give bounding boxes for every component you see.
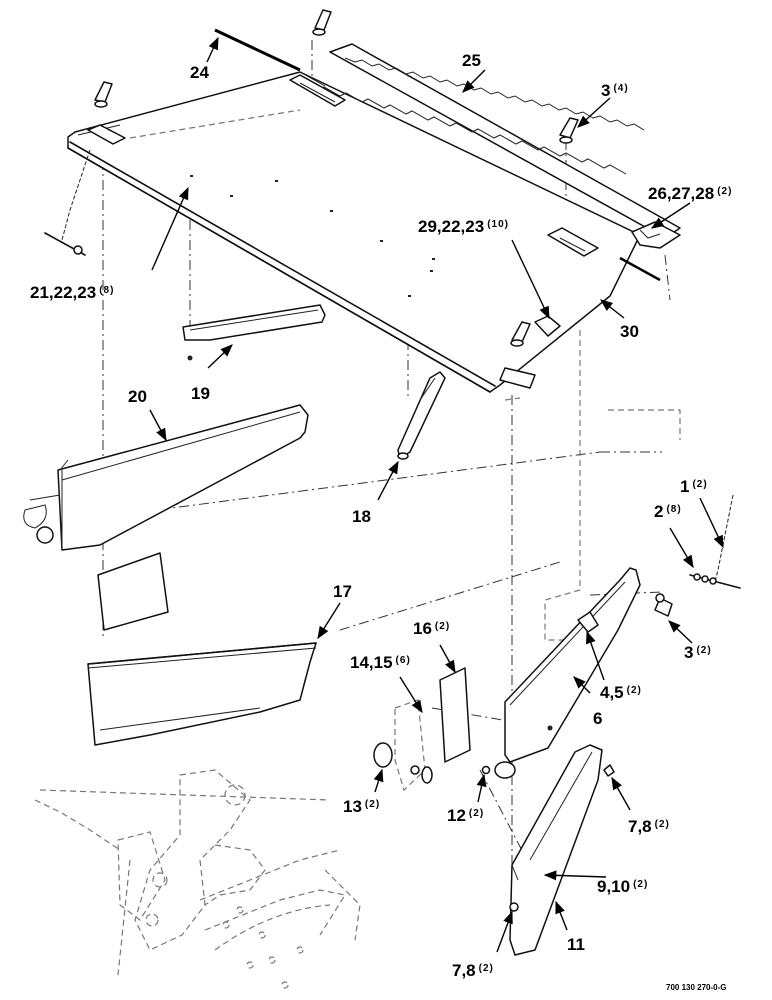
callout-16: 16(2) [413, 619, 450, 638]
callout-7-8-right: 7,8(2) [628, 817, 670, 836]
callout-24: 24 [190, 63, 209, 82]
callout-3-top: 3(4) [601, 81, 629, 100]
part-6-side-panel [494, 567, 641, 779]
part-12-washer [481, 765, 491, 775]
callout-30: 30 [620, 322, 639, 341]
part-20-side-panel [23, 404, 309, 551]
liner-plate [97, 552, 169, 631]
callout-25: 25 [462, 51, 481, 70]
part-11-shield [509, 744, 603, 956]
callout-29-22-23: 29,22,23(10) [418, 217, 509, 236]
part-25-serrated-strip [329, 43, 681, 239]
callout-4-5: 4,5(2) [600, 683, 642, 702]
drawing-number: 700 130 270-0-G [666, 983, 727, 992]
part-3-handle-right [654, 593, 673, 617]
callout-9-10: 9,10(2) [597, 877, 648, 896]
callout-17: 17 [333, 582, 352, 601]
part-18-bracket [397, 371, 446, 460]
leader-lines [149, 36, 724, 953]
callout-12: 12(2) [447, 806, 484, 825]
frame-ghost [34, 769, 361, 989]
callout-1: 1(2) [680, 477, 708, 496]
callout-21-22-23: 21,22,23(8) [30, 283, 114, 302]
callout-6: 6 [593, 709, 602, 728]
callout-11: 11 [567, 935, 585, 954]
part-17-lower-panel [87, 642, 317, 746]
callout-2: 2(8) [654, 502, 682, 521]
callout-26-27-28: 26,27,28(2) [648, 184, 732, 203]
part-13-spacer [373, 742, 393, 768]
callout-labels: 24 25 3(4) 26,27,28(2) 29,22,23(10) 21,2… [30, 51, 732, 980]
callout-18: 18 [352, 507, 371, 526]
side-panel-ghost [504, 330, 681, 641]
callout-19: 19 [191, 384, 210, 403]
part-19-bracket [182, 304, 326, 361]
callout-14-15: 14,15(6) [350, 653, 411, 672]
part-16-plate [439, 667, 471, 763]
part-24-rod [214, 28, 301, 72]
part-1-chain-left [44, 149, 91, 256]
callout-3-right: 3(2) [684, 643, 712, 662]
mount-bracket [394, 699, 433, 792]
callout-13: 13(2) [343, 797, 380, 816]
part-1-chain-right [689, 494, 741, 589]
callout-7-8-bottom: 7,8(2) [452, 961, 494, 980]
part-3-handles [94, 9, 579, 347]
part-7-fastener [603, 764, 615, 777]
part-30-top-plate [67, 71, 641, 393]
callout-20: 20 [128, 387, 147, 406]
